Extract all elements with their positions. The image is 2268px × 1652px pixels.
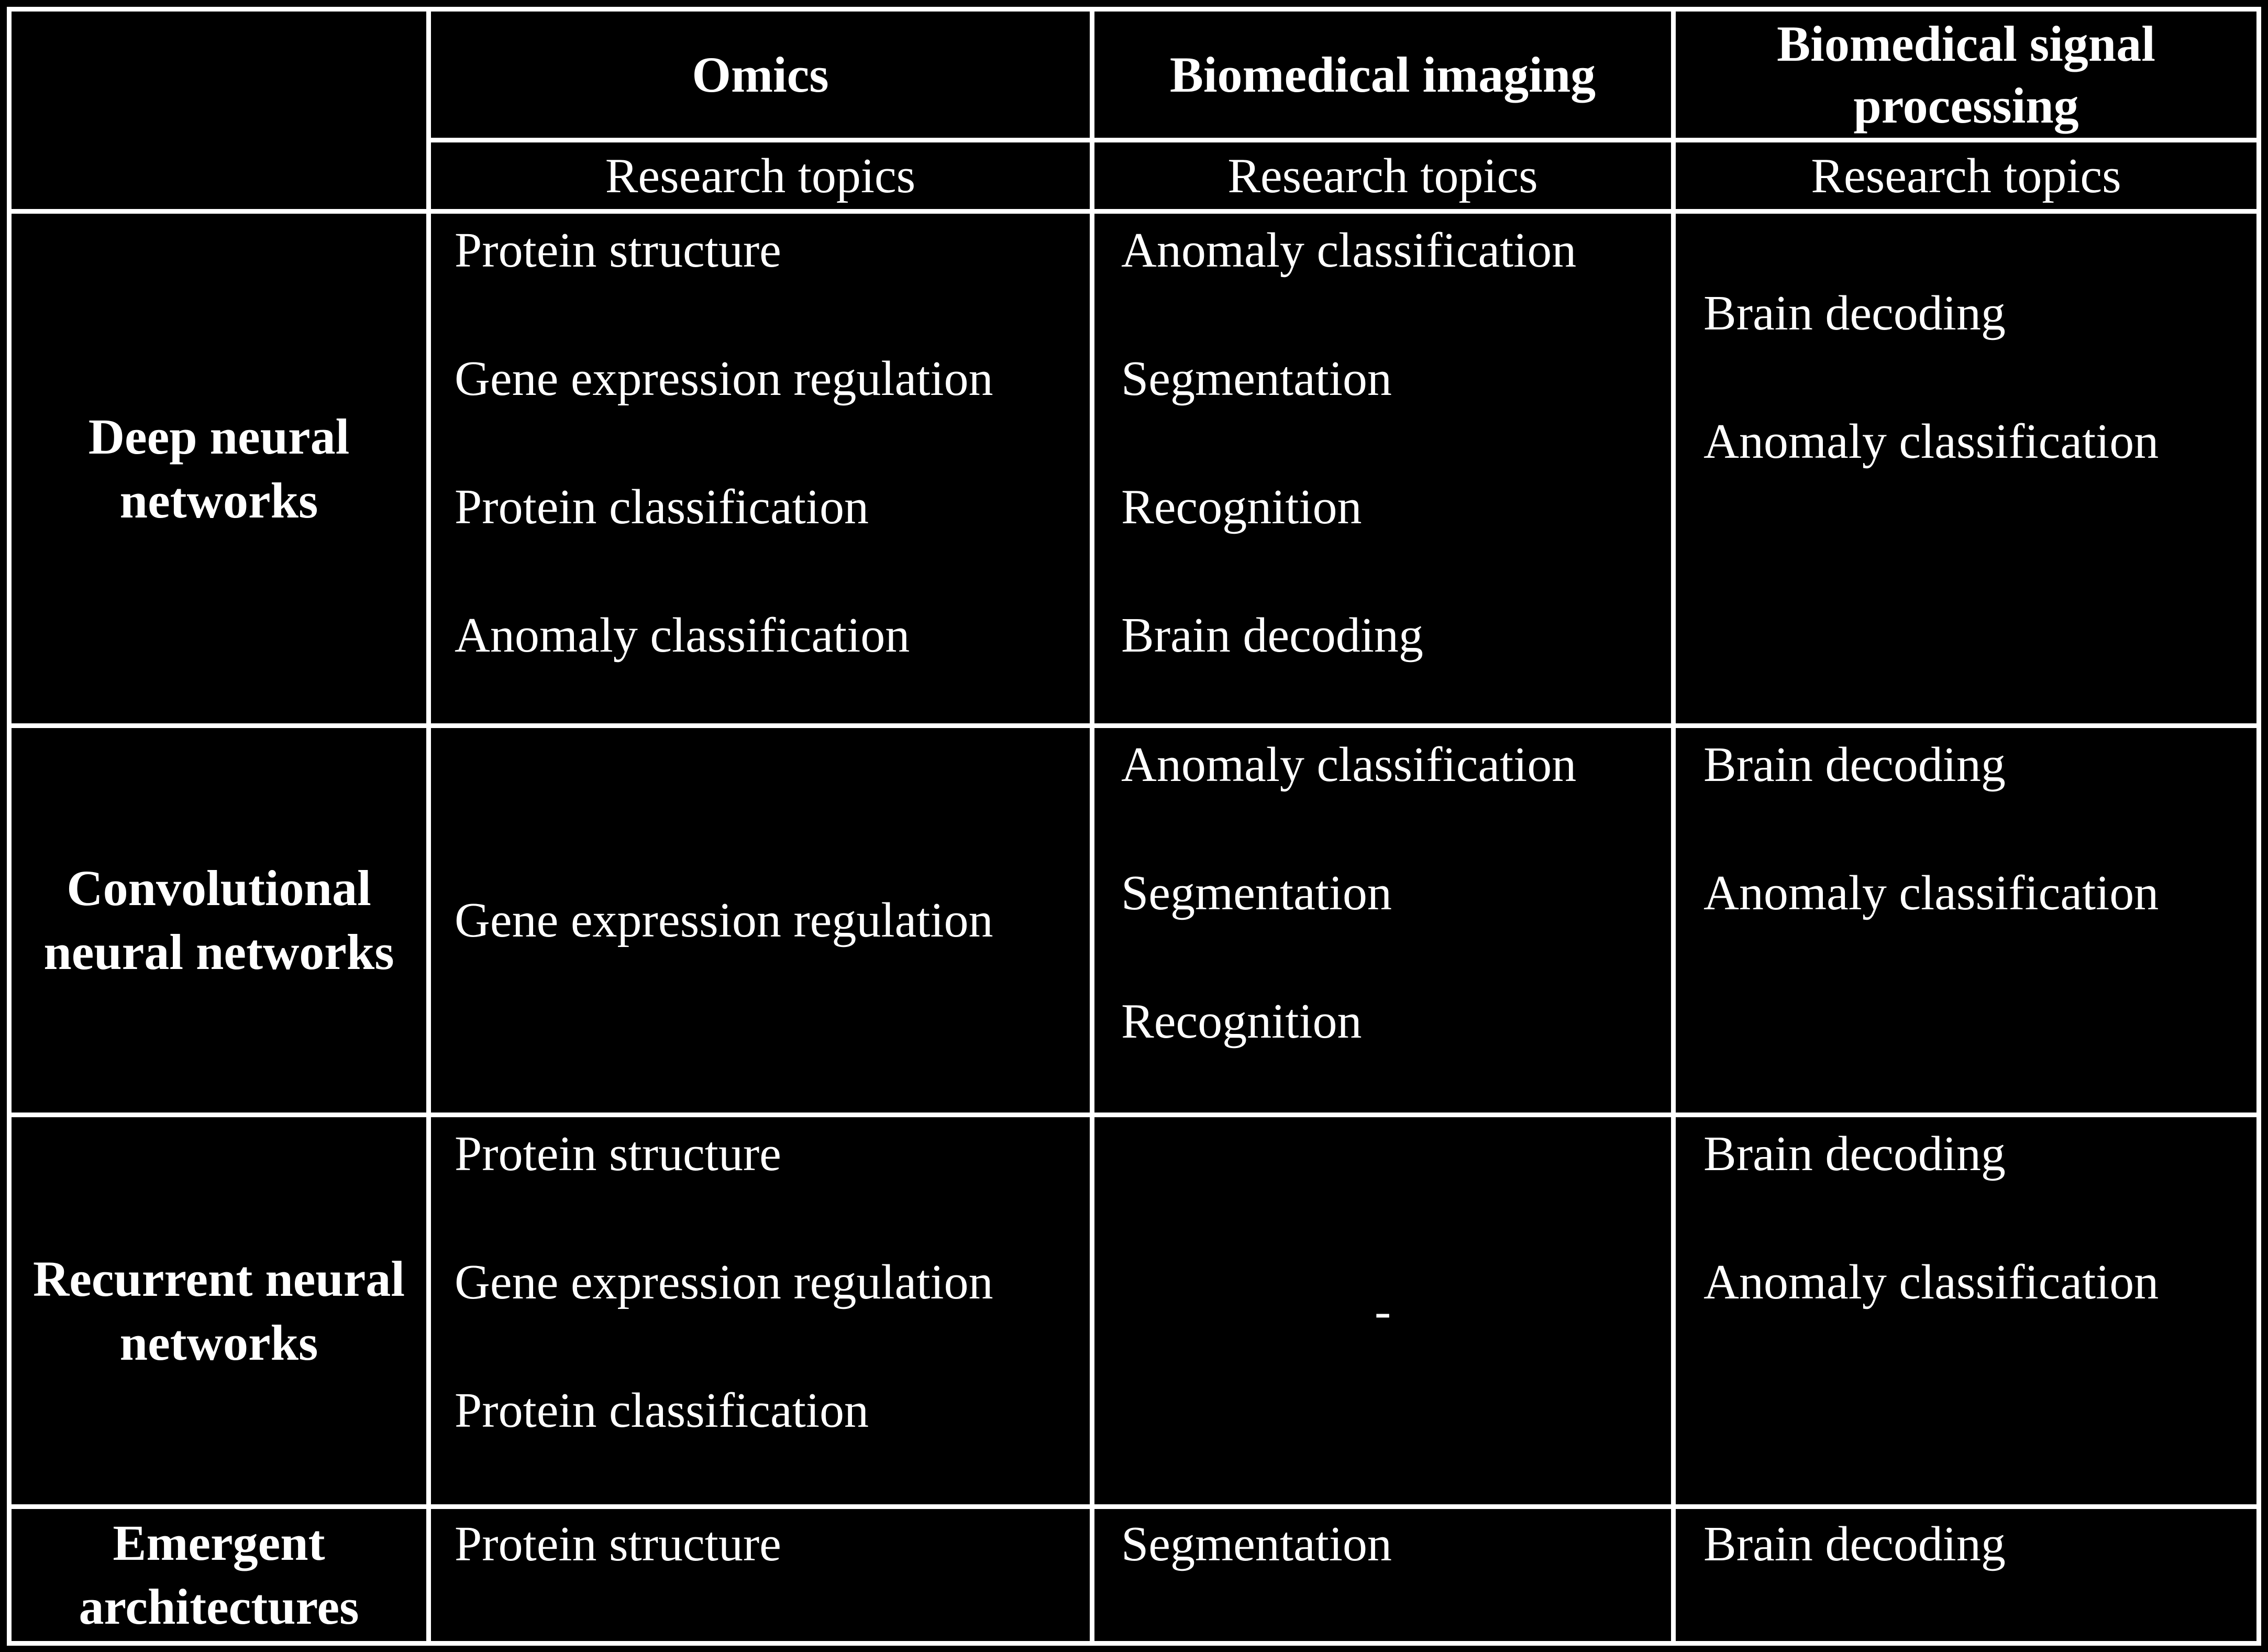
row-label-emergent-architectures: Emergent architectures (7, 1504, 431, 1646)
cell-emergent-signal: Brain decoding (1671, 1504, 2261, 1646)
cell-emergent-omics: Protein structure (426, 1504, 1094, 1646)
cell-rnn-omics: Protein structure Gene expression regula… (426, 1113, 1094, 1509)
subheader-omics: Research topics (426, 138, 1094, 214)
column-header-omics: Omics (426, 7, 1094, 142)
topic-item: Recognition (1121, 994, 1362, 1049)
topic-item: Brain decoding (1703, 1127, 2006, 1181)
topic-item: Gene expression regulation (455, 1255, 993, 1309)
topic-item: Brain decoding (1703, 1517, 2006, 1571)
cell-rnn-signal: Brain decoding Anomaly classification (1671, 1113, 2261, 1509)
topic-item: Brain decoding (1703, 737, 2006, 792)
topic-item: Protein classification (455, 1383, 869, 1438)
cell-deep-signal: Brain decoding Anomaly classification (1671, 209, 2261, 728)
corner-cell (7, 7, 431, 214)
column-header-biomedical-signal-processing: Biomedical signal processing (1671, 7, 2261, 142)
cell-conv-imaging: Anomaly classification Segmentation Reco… (1090, 723, 1676, 1117)
topic-item: Segmentation (1121, 866, 1392, 920)
topic-item: Anomaly classification (1703, 414, 2159, 469)
topic-item: Anomaly classification (1703, 1255, 2159, 1309)
topic-item: Gene expression regulation (455, 893, 993, 948)
subheader-biomedical-imaging: Research topics (1090, 138, 1676, 214)
topic-item: Anomaly classification (1121, 737, 1577, 792)
subheader-biomedical-signal-processing: Research topics (1671, 138, 2261, 214)
topic-item: Segmentation (1121, 351, 1392, 406)
cell-conv-omics: Gene expression regulation (426, 723, 1094, 1117)
topic-item: Gene expression regulation (455, 351, 993, 406)
topic-item: Protein structure (455, 1517, 781, 1571)
cell-emergent-imaging: Segmentation (1090, 1504, 1676, 1646)
topic-item: Brain decoding (1121, 608, 1423, 663)
topic-item: Protein structure (455, 223, 781, 278)
topic-item: Anomaly classification (1121, 223, 1577, 278)
column-header-biomedical-imaging: Biomedical imaging (1090, 7, 1676, 142)
topic-item: Brain decoding (1703, 286, 2006, 340)
cell-deep-omics: Protein structure Gene expression regula… (426, 209, 1094, 728)
topic-item: Anomaly classification (455, 608, 910, 663)
topic-item: Protein structure (455, 1127, 781, 1181)
topic-item: Segmentation (1121, 1517, 1392, 1571)
row-label-deep-neural-networks: Deep neural networks (7, 209, 431, 728)
row-label-convolutional-neural-networks: Convolutional neural networks (7, 723, 431, 1117)
cell-conv-signal: Brain decoding Anomaly classification (1671, 723, 2261, 1117)
topic-item: Anomaly classification (1703, 866, 2159, 920)
cell-deep-imaging: Anomaly classification Segmentation Reco… (1090, 209, 1676, 728)
topic-item: Recognition (1121, 480, 1362, 534)
topic-item: Protein classification (455, 480, 869, 534)
row-label-recurrent-neural-networks: Recurrent neural networks (7, 1113, 431, 1509)
cell-rnn-imaging-empty: - (1090, 1113, 1676, 1509)
